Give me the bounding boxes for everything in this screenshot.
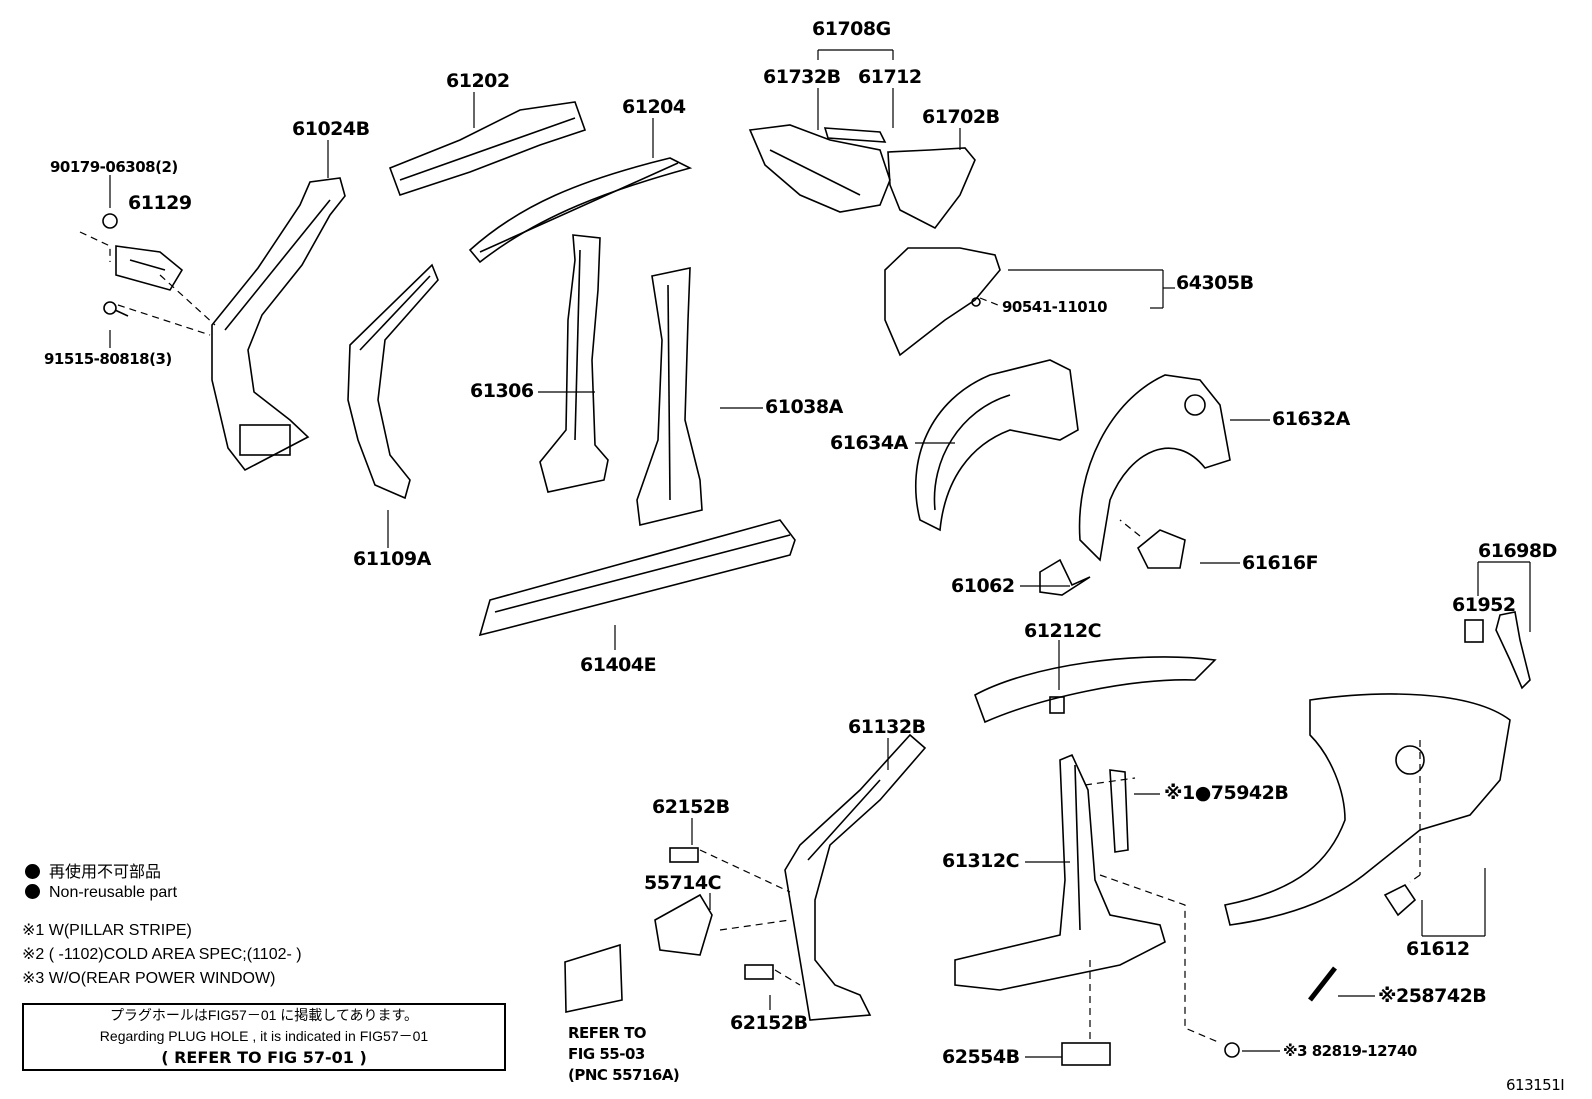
part-61634A-wheelhouse	[915, 359, 1079, 532]
part-label-61952[interactable]: 61952	[1452, 594, 1516, 616]
part-61129-bracket	[115, 245, 184, 291]
part-label-61732B[interactable]: 61732B	[763, 66, 841, 88]
refer-line-1: REFER TO	[568, 1024, 647, 1042]
part-55714C-bracket	[654, 893, 713, 956]
part-61306-center-pillar	[539, 234, 609, 493]
part-label-61702B[interactable]: 61702B	[922, 106, 1000, 128]
part-label-61129[interactable]: 61129	[128, 192, 192, 214]
part-label-61616F[interactable]: 61616F	[1242, 552, 1319, 574]
part-61404E-rocker	[478, 519, 796, 637]
part-label-61038A[interactable]: 61038A	[765, 396, 843, 418]
part-90179-nut	[102, 213, 118, 229]
part-label-61632A[interactable]: 61632A	[1272, 408, 1350, 430]
part-label-61109A[interactable]: 61109A	[353, 548, 431, 570]
part-label-82819-12740[interactable]: ※3 82819-12740	[1283, 1042, 1417, 1060]
part-label-90179-06308[interactable]: 90179-06308(2)	[50, 158, 178, 176]
non-reusable-dot-icon	[25, 864, 40, 879]
part-61062-plate	[1039, 558, 1091, 596]
part-61202-rail	[388, 101, 587, 197]
part-label-61708G[interactable]: 61708G	[812, 18, 891, 40]
legend-note-3: ※3 W/O(REAR POWER WINDOW)	[22, 970, 276, 987]
part-label-90541-11010[interactable]: 90541-11010	[1002, 298, 1108, 316]
part-label-61132B[interactable]: 61132B	[848, 716, 926, 738]
part-61698D-bracket	[1495, 611, 1531, 690]
legend-note-2: ※2 ( -1102)COLD AREA SPEC;(1102- )	[22, 946, 302, 963]
part-label-62152B-lower[interactable]: 62152B	[730, 1012, 808, 1034]
part-75942B-stripe	[1109, 769, 1129, 853]
part-label-61612[interactable]: 61612	[1406, 938, 1470, 960]
legend-en: Non-reusable part	[25, 884, 177, 902]
refer-line-2: FIG 55-03	[568, 1045, 645, 1063]
part-label-61212C[interactable]: 61212C	[1024, 620, 1102, 642]
note-line-2: Regarding PLUG HOLE , it is indicated in…	[99, 1028, 429, 1044]
part-label-61062[interactable]: 61062	[951, 575, 1015, 597]
part-91515-bolt	[103, 301, 129, 317]
part-label-61712[interactable]: 61712	[858, 66, 922, 88]
part-61632A-wheelhouse-outer	[1078, 374, 1231, 562]
part-label-55714C[interactable]: 55714C	[644, 872, 722, 894]
part-61952-clip	[1464, 619, 1484, 643]
part-64305B-bracket	[884, 247, 1001, 357]
part-label-61306[interactable]: 61306	[470, 380, 534, 402]
plug-hole-note-box: プラグホールはFIG57－01 に掲載してあります。 Regarding PLU…	[22, 1003, 506, 1071]
part-label-61202[interactable]: 61202	[446, 70, 510, 92]
part-label-61404E[interactable]: 61404E	[580, 654, 657, 676]
part-61702B-bracket	[887, 147, 976, 230]
legend-en-text: Non-reusable part	[49, 884, 178, 901]
part-82819-grommet	[1224, 1042, 1240, 1058]
part-58742B-stripe	[1308, 966, 1337, 1002]
figure-number: 613151I	[1506, 1076, 1565, 1094]
part-label-75942B[interactable]: ※1●75942B	[1164, 782, 1289, 804]
part-55716A-bracket	[564, 943, 623, 1013]
part-61708G-quarter-inner	[748, 124, 891, 213]
leader-lines	[109, 49, 1531, 1058]
part-62152B-a	[669, 847, 699, 863]
note-line-3[interactable]: ( REFER TO FIG 57-01 )	[161, 1048, 367, 1067]
part-61024B-pillar	[211, 177, 346, 472]
part-61038A-center-pillar-outer	[636, 267, 703, 526]
refer-line-3: (PNC 55716A)	[568, 1066, 680, 1084]
part-label-91515-80818[interactable]: 91515-80818(3)	[44, 350, 172, 368]
part-61132B-front-pillar-outer	[784, 733, 927, 1021]
part-61212C-roof-side-rail	[974, 656, 1217, 724]
part-61109A-pillar	[347, 263, 439, 500]
part-label-62554B[interactable]: 62554B	[942, 1046, 1020, 1068]
part-61312C-side-outer	[954, 753, 1166, 991]
part-61612-quarter-panel	[1224, 693, 1511, 926]
part-61616F-bracket	[1136, 529, 1186, 569]
part-label-61312C[interactable]: 61312C	[942, 850, 1020, 872]
legend-note-1: ※1 W(PILLAR STRIPE)	[22, 922, 192, 939]
part-label-61634A[interactable]: 61634A	[830, 432, 908, 454]
legend-jp: 再使用不可部品	[25, 858, 161, 882]
legend-jp-text: 再使用不可部品	[49, 864, 162, 881]
part-label-61698D[interactable]: 61698D	[1478, 540, 1557, 562]
part-61204-rail	[468, 157, 693, 264]
part-label-62152B[interactable]: 62152B	[652, 796, 730, 818]
non-reusable-dot-icon	[25, 884, 40, 899]
part-label-64305B[interactable]: 64305B	[1176, 272, 1254, 294]
part-label-58742B[interactable]: ※258742B	[1378, 985, 1487, 1007]
part-62554B-plug	[1061, 1042, 1111, 1066]
part-label-61204[interactable]: 61204	[622, 96, 686, 118]
dashed-guides	[79, 231, 1421, 1043]
part-label-61024B[interactable]: 61024B	[292, 118, 370, 140]
note-line-1: プラグホールはFIG57－01 に掲載してあります。	[109, 1007, 419, 1023]
part-62152B-b	[744, 964, 774, 980]
